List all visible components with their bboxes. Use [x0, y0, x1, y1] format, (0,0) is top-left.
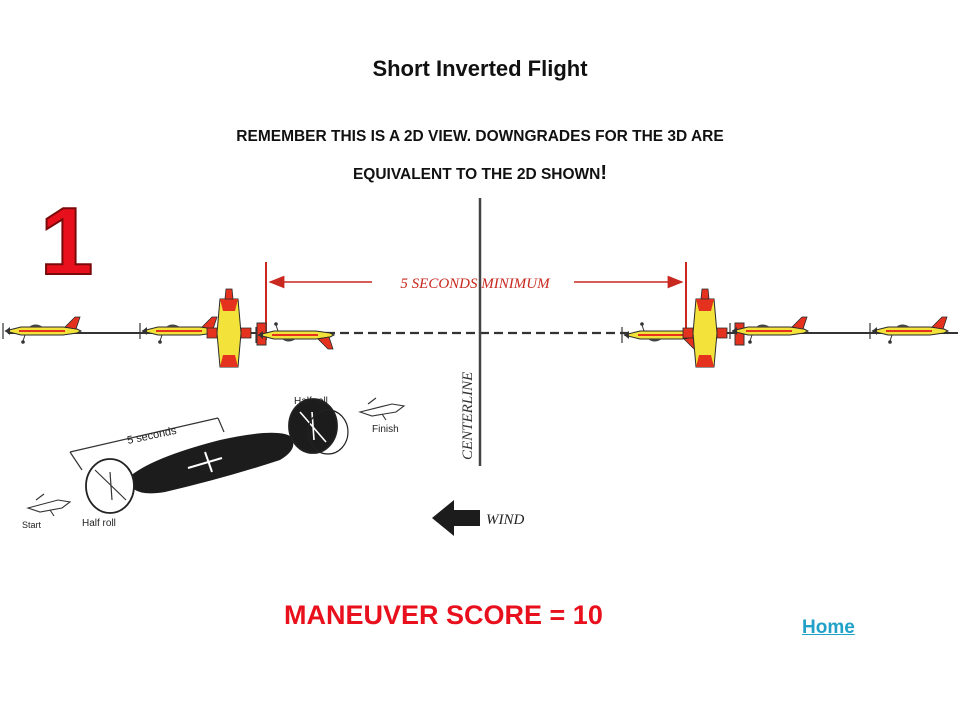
home-link[interactable]: Home: [802, 617, 855, 638]
figure-number: 1: [40, 188, 93, 295]
half-roll-left: [206, 288, 252, 368]
notice-line-2: EQUIVALENT TO THE 2D SHOWN!: [110, 155, 850, 193]
oblique-duration-label: 5 seconds: [126, 425, 178, 447]
half-roll-right: [682, 288, 728, 368]
aircraft-upright-1: [2, 316, 82, 345]
oblique-half-roll-top: Half roll: [294, 396, 328, 407]
oblique-start-label: Start: [22, 520, 42, 530]
notice-exclamation: !: [600, 162, 608, 184]
notice-line-1: REMEMBER THIS IS A 2D VIEW. DOWNGRADES F…: [236, 128, 724, 145]
aircraft-upright-4: [869, 316, 949, 345]
wind-indicator: WIND: [432, 500, 524, 536]
oblique-half-roll-bottom: Half roll: [82, 518, 116, 529]
aircraft-upright-2: [139, 316, 219, 345]
notice-line-2-text: EQUIVALENT TO THE 2D SHOWN: [352, 166, 601, 183]
oblique-finish-label: Finish: [372, 424, 399, 435]
page-title: Short Inverted Flight: [372, 56, 588, 81]
aircraft-inverted-1: [255, 321, 335, 350]
notice-text: REMEMBER THIS IS A 2D VIEW. DOWNGRADES F…: [110, 118, 850, 193]
maneuver-score: MANEUVER SCORE = 10: [284, 600, 603, 630]
wind-label: WIND: [486, 512, 524, 528]
oblique-sketch: 5 seconds Half roll Half roll Start Fini…: [22, 396, 406, 530]
span-label: 5 SECONDS MINIMUM: [400, 276, 551, 292]
centerline-label: CENTERLINE: [460, 372, 476, 460]
